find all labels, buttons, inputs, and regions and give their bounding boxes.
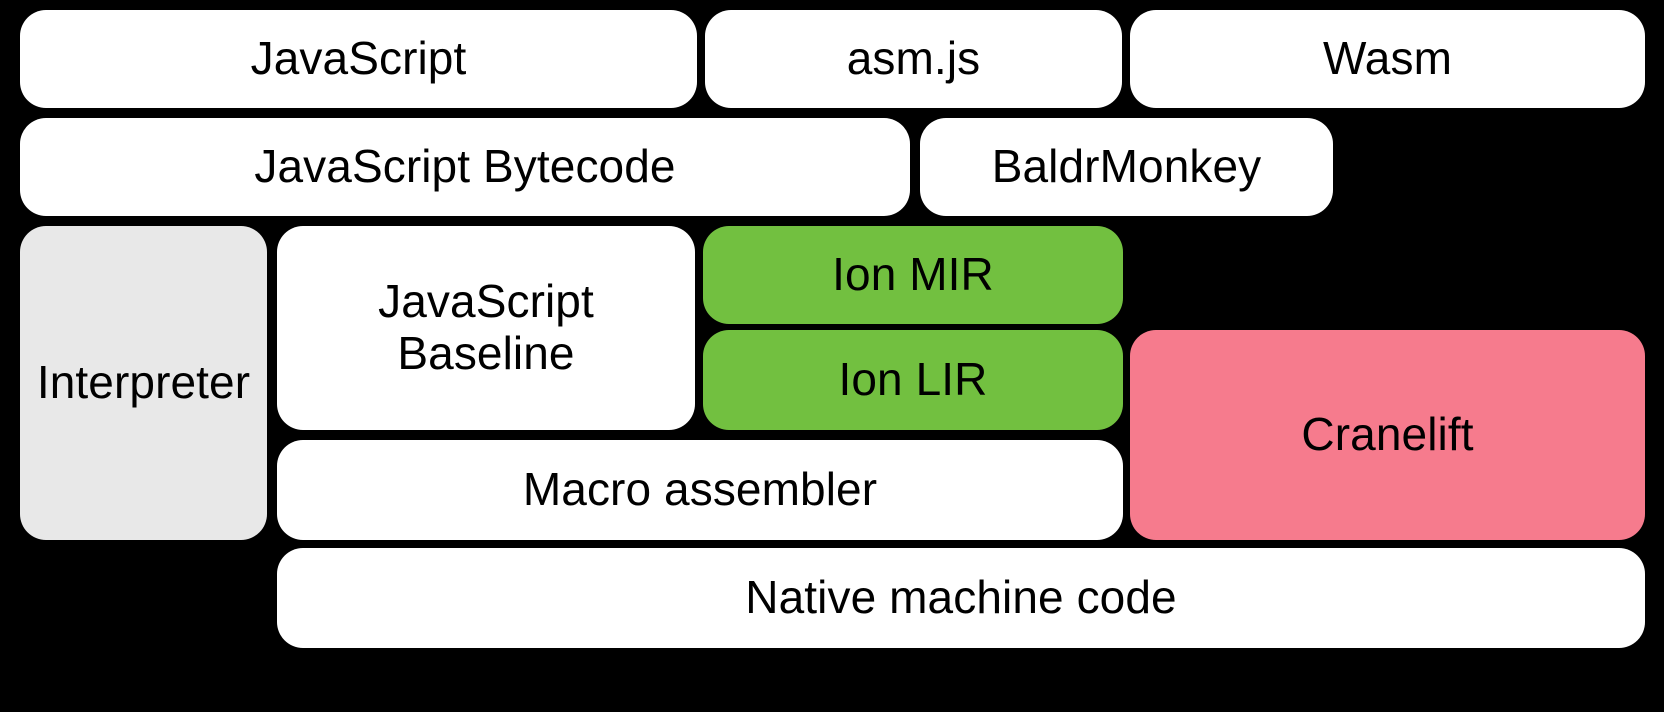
node-native-machine-code: Native machine code bbox=[277, 548, 1645, 648]
node-javascript-baseline: JavaScript Baseline bbox=[277, 226, 695, 430]
node-ion-mir: Ion MIR bbox=[703, 226, 1123, 324]
node-javascript-bytecode: JavaScript Bytecode bbox=[20, 118, 910, 216]
node-javascript: JavaScript bbox=[20, 10, 697, 108]
node-cranelift: Cranelift bbox=[1130, 330, 1645, 540]
node-interpreter: Interpreter bbox=[20, 226, 267, 540]
node-ion-lir: Ion LIR bbox=[703, 330, 1123, 430]
node-wasm: Wasm bbox=[1130, 10, 1645, 108]
node-baldrmonkey: BaldrMonkey bbox=[920, 118, 1333, 216]
node-macro-assembler: Macro assembler bbox=[277, 440, 1123, 540]
node-asm-js: asm.js bbox=[705, 10, 1122, 108]
